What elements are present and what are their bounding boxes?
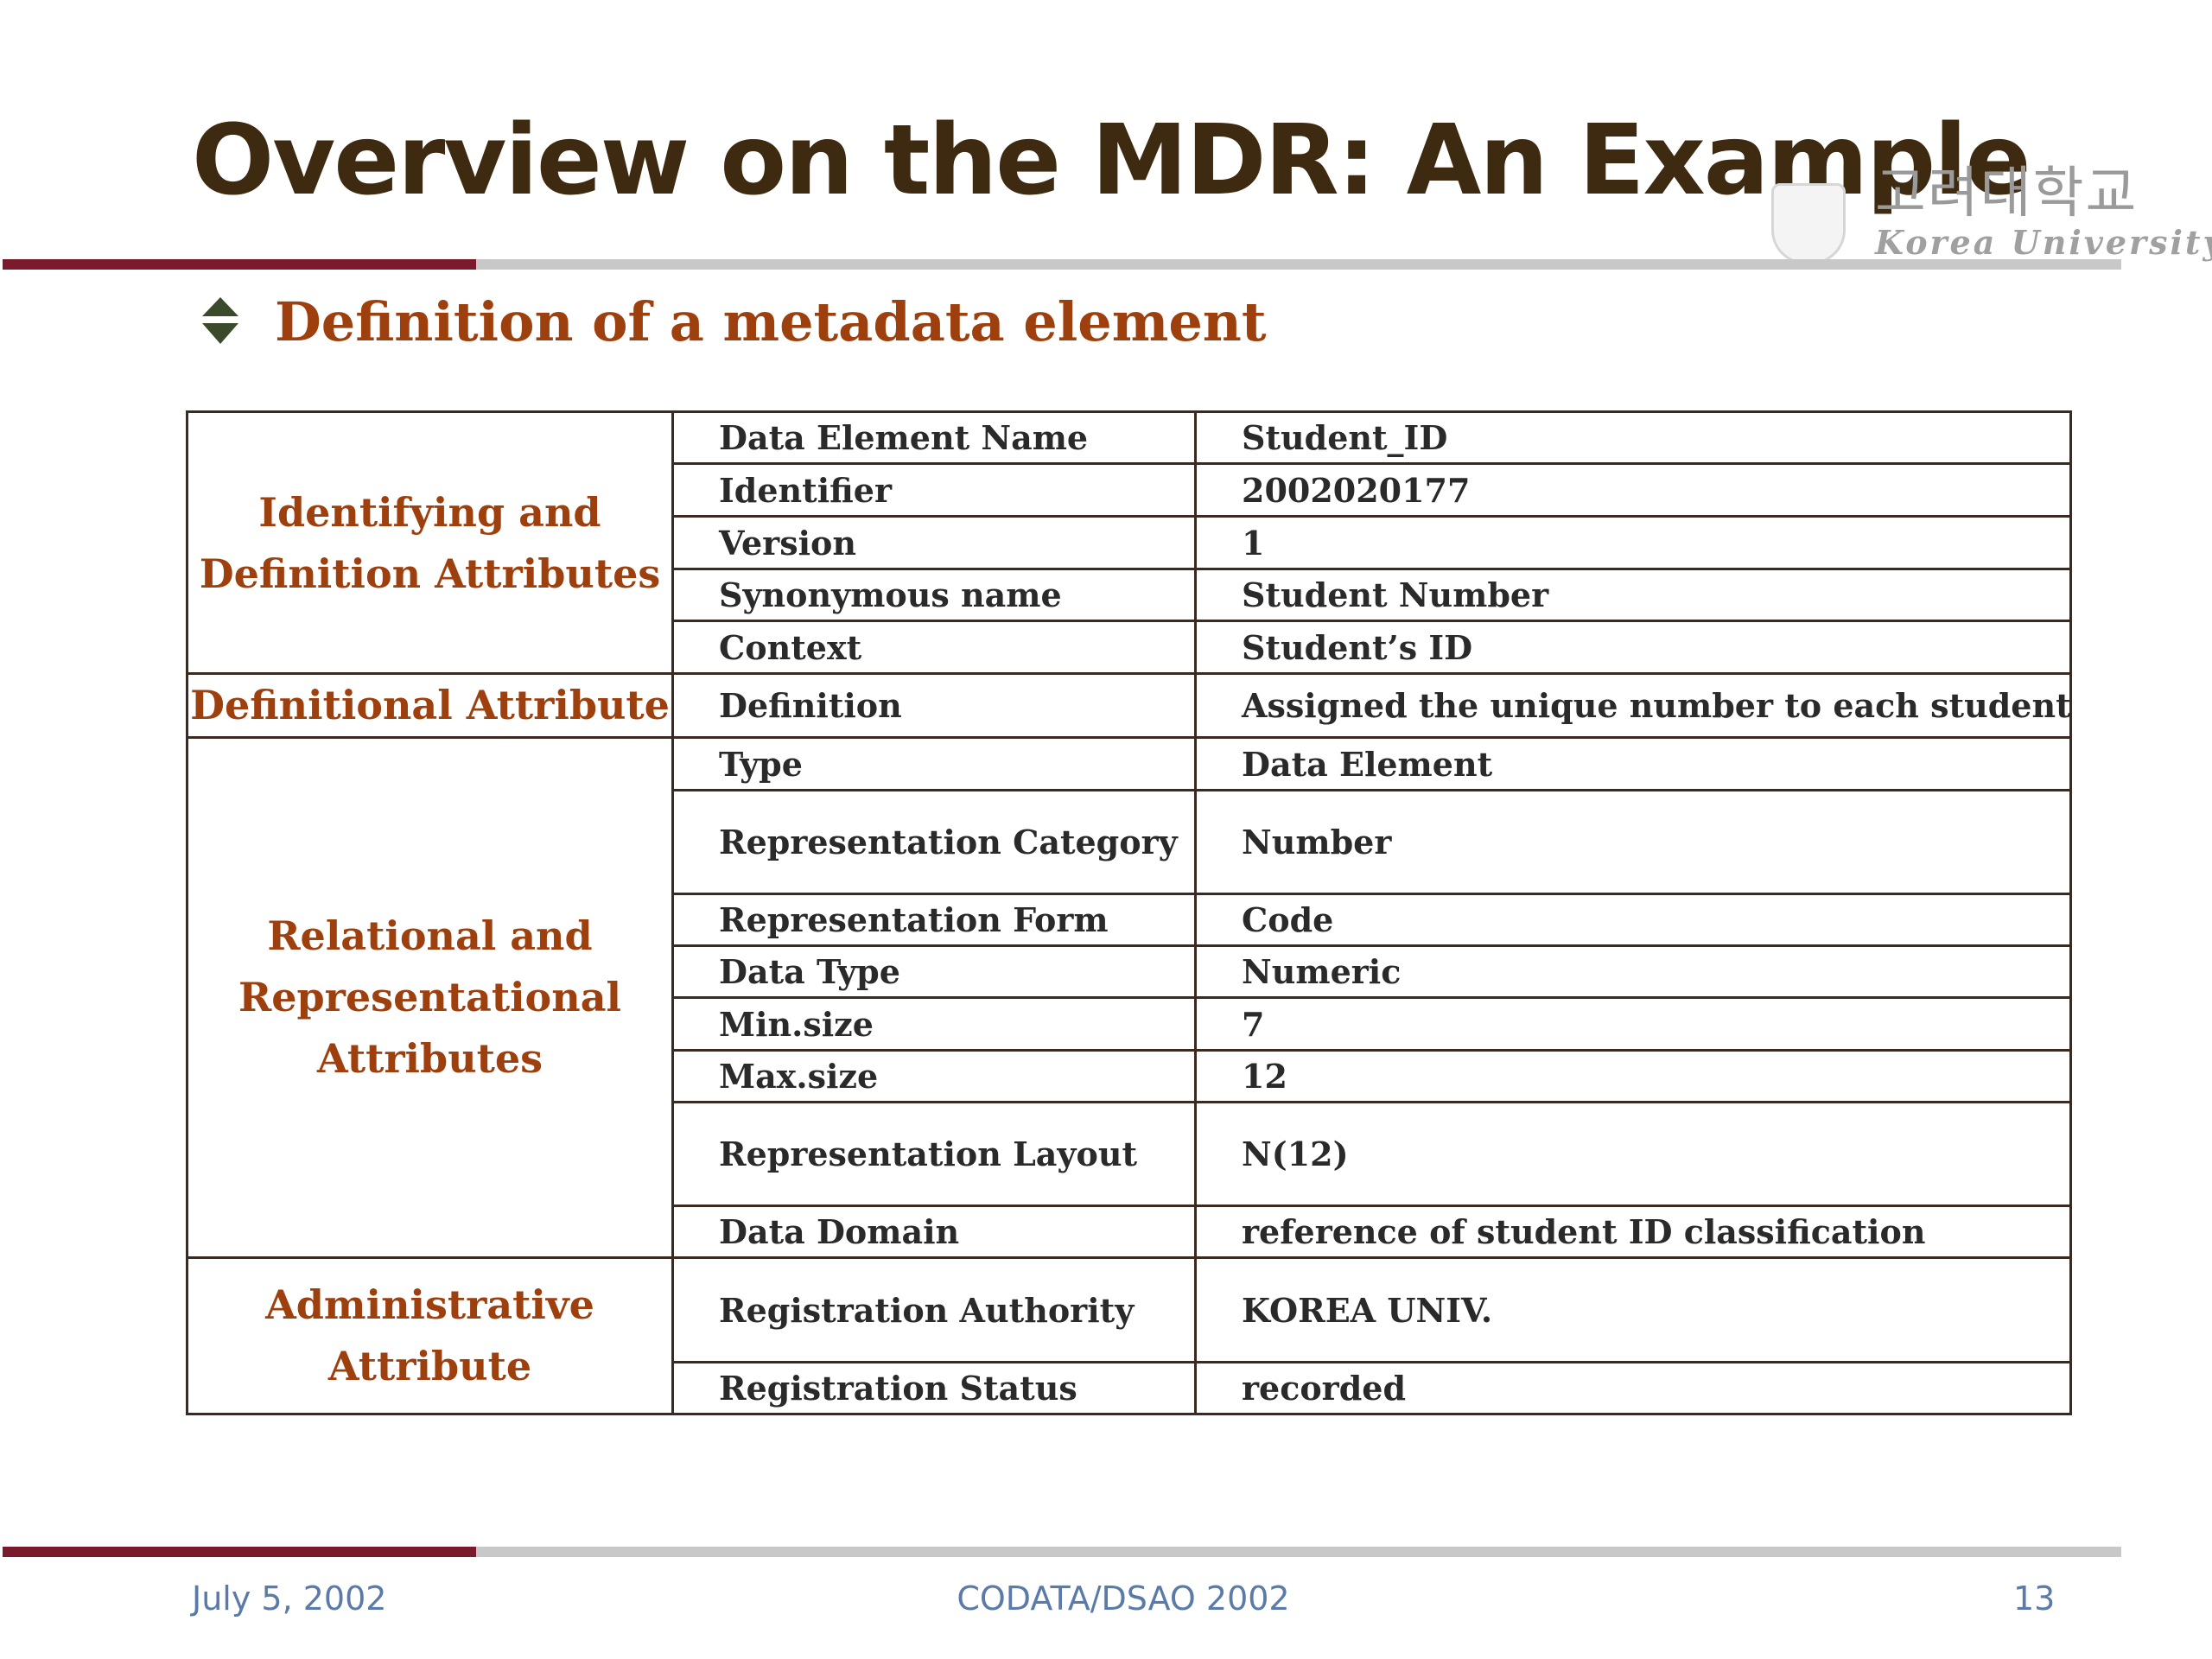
attribute-cell: Type bbox=[671, 736, 1197, 792]
attribute-cell: Representation Layout bbox=[671, 1101, 1197, 1208]
university-logo: 고려대학교 Korea University bbox=[1771, 149, 2212, 270]
university-seal-icon bbox=[1771, 183, 1846, 264]
table-row: Relational and Representational Attribut… bbox=[186, 736, 2072, 1260]
group-label-relational: Relational and Representational Attribut… bbox=[186, 736, 674, 1260]
value-cell: N(12) bbox=[1194, 1101, 2072, 1208]
table-row: Representation Form Code bbox=[188, 893, 2072, 948]
group-label-identifying: Identifying and Definition Attributes bbox=[186, 410, 674, 675]
value-cell: recorded bbox=[1194, 1361, 2072, 1416]
value-cell: Data Element bbox=[1194, 736, 2072, 792]
value-cell: 7 bbox=[1194, 996, 2072, 1052]
value-cell: 2002020177 bbox=[1194, 462, 2072, 518]
attribute-cell: Min.size bbox=[671, 996, 1197, 1052]
metadata-element-table: Identifying and Definition Attributes Da… bbox=[186, 410, 2072, 1416]
attribute-cell: Identifier bbox=[671, 462, 1197, 518]
attribute-cell: Version bbox=[671, 515, 1197, 570]
value-cell: Number bbox=[1194, 789, 2072, 896]
value-cell: Student Number bbox=[1194, 568, 2072, 622]
logo-korean-text: 고려대학교 bbox=[1875, 162, 2139, 226]
table-row: Min.size 7 bbox=[188, 996, 2072, 1052]
value-cell: Numeric bbox=[1194, 944, 2072, 1000]
table-row: Synonymous name Student Number bbox=[188, 568, 2072, 622]
value-cell: 1 bbox=[1194, 515, 2072, 570]
value-cell: reference of student ID classification bbox=[1194, 1205, 2072, 1260]
attribute-cell: Registration Status bbox=[671, 1361, 1197, 1416]
table-row: Definitional Attribute Definition Assign… bbox=[186, 671, 2072, 740]
attribute-cell: Context bbox=[671, 620, 1197, 675]
footer-event: CODATA/DSAO 2002 bbox=[957, 1580, 1290, 1618]
slide-subtitle: Definition of a metadata element bbox=[275, 290, 1267, 353]
diamond-bullet-icon bbox=[202, 297, 238, 344]
attribute-cell: Data Type bbox=[671, 944, 1197, 1000]
table-row: Representation Category Number bbox=[188, 789, 2072, 896]
attribute-cell: Data Domain bbox=[671, 1205, 1197, 1260]
attribute-cell: Data Element Name bbox=[671, 410, 1197, 465]
table-row: Version 1 bbox=[188, 515, 2072, 570]
attribute-cell: Synonymous name bbox=[671, 568, 1197, 622]
footer-page-number: 13 bbox=[2013, 1580, 2056, 1618]
table-row: Context Student’s ID bbox=[188, 620, 2072, 675]
slide-title: Overview on the MDR: An Example bbox=[192, 105, 2031, 217]
table-row: Data Domain reference of student ID clas… bbox=[188, 1205, 2072, 1260]
value-cell: 12 bbox=[1194, 1049, 2072, 1104]
attribute-cell: Representation Category bbox=[671, 789, 1197, 896]
logo-english-text: Korea University bbox=[1875, 223, 2212, 262]
table-row: Identifying and Definition Attributes Da… bbox=[186, 410, 2072, 675]
table-row: Registration Status recorded bbox=[188, 1361, 2072, 1416]
table-row: Max.size 12 bbox=[188, 1049, 2072, 1104]
value-cell: Student’s ID bbox=[1194, 620, 2072, 675]
footer-date: July 5, 2002 bbox=[192, 1580, 387, 1618]
table-row: Data Type Numeric bbox=[188, 944, 2072, 1000]
group-label-administrative: Administrative Attribute bbox=[186, 1256, 674, 1416]
attribute-cell: Definition bbox=[671, 671, 1197, 740]
table-row: Administrative Attribute Registration Au… bbox=[186, 1256, 2072, 1416]
value-cell: Code bbox=[1194, 893, 2072, 948]
attribute-cell: Representation Form bbox=[671, 893, 1197, 948]
attribute-cell: Max.size bbox=[671, 1049, 1197, 1104]
table-row: Representation Layout N(12) bbox=[188, 1101, 2072, 1208]
attribute-cell: Registration Authority bbox=[671, 1256, 1197, 1364]
group-label-definitional: Definitional Attribute bbox=[186, 671, 674, 740]
value-cell: Assigned the unique number to each stude… bbox=[1194, 671, 2072, 740]
table-row: Identifier 2002020177 bbox=[188, 462, 2072, 518]
value-cell: Student_ID bbox=[1194, 410, 2072, 465]
value-cell: KOREA UNIV. bbox=[1194, 1256, 2072, 1364]
